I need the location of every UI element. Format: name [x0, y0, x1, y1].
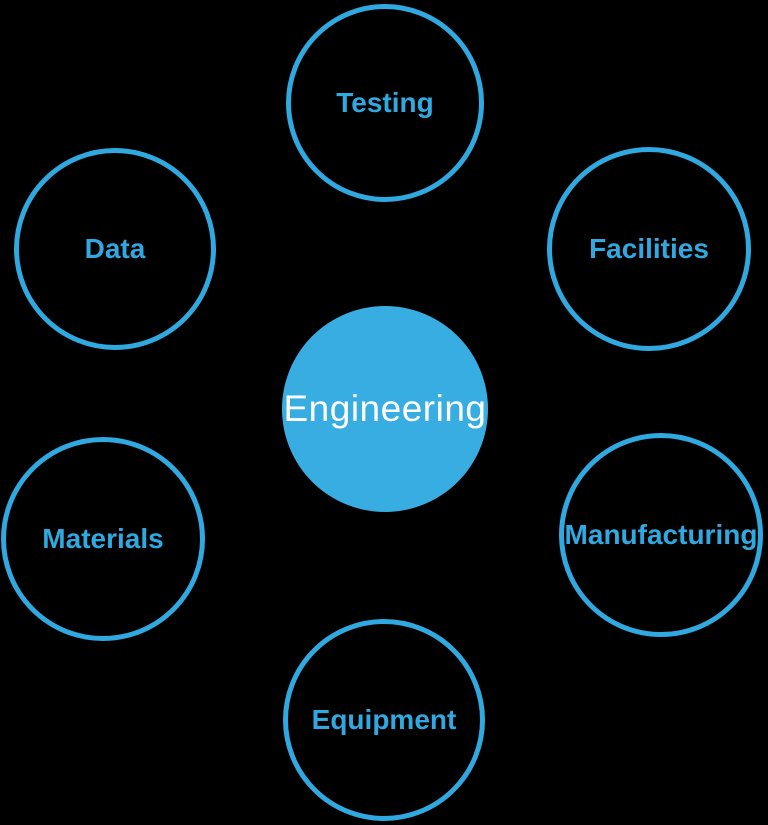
node-equipment: Equipment: [283, 619, 485, 821]
node-engineering-label: Engineering: [283, 388, 487, 429]
node-engineering-center: Engineering: [282, 306, 488, 512]
node-data: Data: [14, 148, 216, 350]
node-facilities-label: Facilities: [589, 233, 709, 264]
node-manufacturing-label: Manufacturing: [564, 519, 758, 550]
node-data-label: Data: [84, 233, 146, 264]
node-facilities: Facilities: [547, 147, 751, 351]
node-materials: Materials: [1, 437, 205, 641]
node-materials-label: Materials: [42, 523, 164, 554]
node-testing: Testing: [286, 4, 484, 202]
node-equipment-label: Equipment: [311, 704, 457, 735]
node-testing-label: Testing: [336, 87, 434, 118]
node-manufacturing: Manufacturing: [559, 433, 763, 637]
